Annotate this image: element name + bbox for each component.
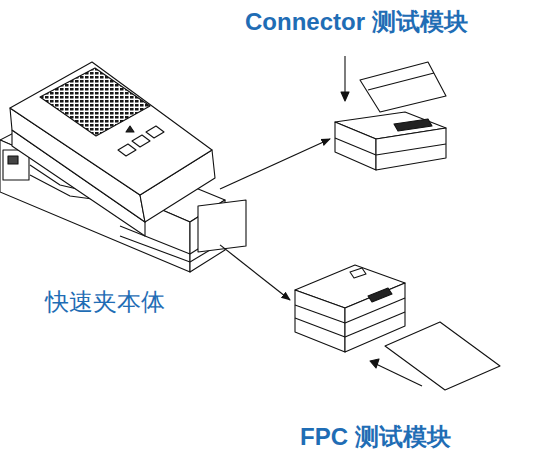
- vent-grid: [40, 68, 150, 136]
- insert-arrow-head: [341, 92, 349, 101]
- module-stripe: [345, 298, 405, 323]
- lever-top-face: [10, 62, 212, 195]
- indicator: [126, 126, 134, 132]
- connector-arrow: [220, 245, 290, 300]
- illustrated-part: Connector 测试模块: [330, 55, 448, 175]
- connector-module-drawing: [335, 56, 446, 170]
- module-stripe: [295, 318, 345, 337]
- button: [132, 135, 150, 147]
- module-stripe: [335, 138, 376, 155]
- illustrated-part: 快速夹本体: [0, 60, 220, 275]
- base-stripe: [120, 236, 190, 262]
- insert-arrow-shaft: [376, 364, 422, 386]
- fpc-module-drawing: [295, 265, 500, 390]
- fpc-slot: [368, 288, 392, 302]
- button: [146, 126, 164, 138]
- module-notch: [350, 268, 366, 278]
- fpc-sheet: [385, 322, 500, 390]
- button: [118, 144, 136, 156]
- cable-line: [368, 73, 434, 90]
- flat-cable: [360, 62, 446, 112]
- hinge-pin: [8, 156, 18, 164]
- insert-arrow-head: [370, 359, 379, 368]
- connector-arrow: [220, 139, 330, 189]
- module-stripe: [345, 312, 405, 337]
- connector-window: [394, 119, 432, 131]
- illustrated-part: FPC 测试模块: [290, 262, 408, 357]
- inserted-sheet: [198, 200, 246, 252]
- module-side-face: [295, 290, 345, 352]
- part-name: 快速夹本体: [45, 288, 165, 316]
- part-name: FPC 测试模块: [300, 423, 451, 451]
- module-side-face: [335, 122, 376, 170]
- module-stripe: [376, 144, 446, 155]
- module-front-face: [376, 128, 446, 170]
- clamp-body-drawing: [0, 62, 246, 272]
- part-name: Connector 测试模块: [245, 8, 468, 36]
